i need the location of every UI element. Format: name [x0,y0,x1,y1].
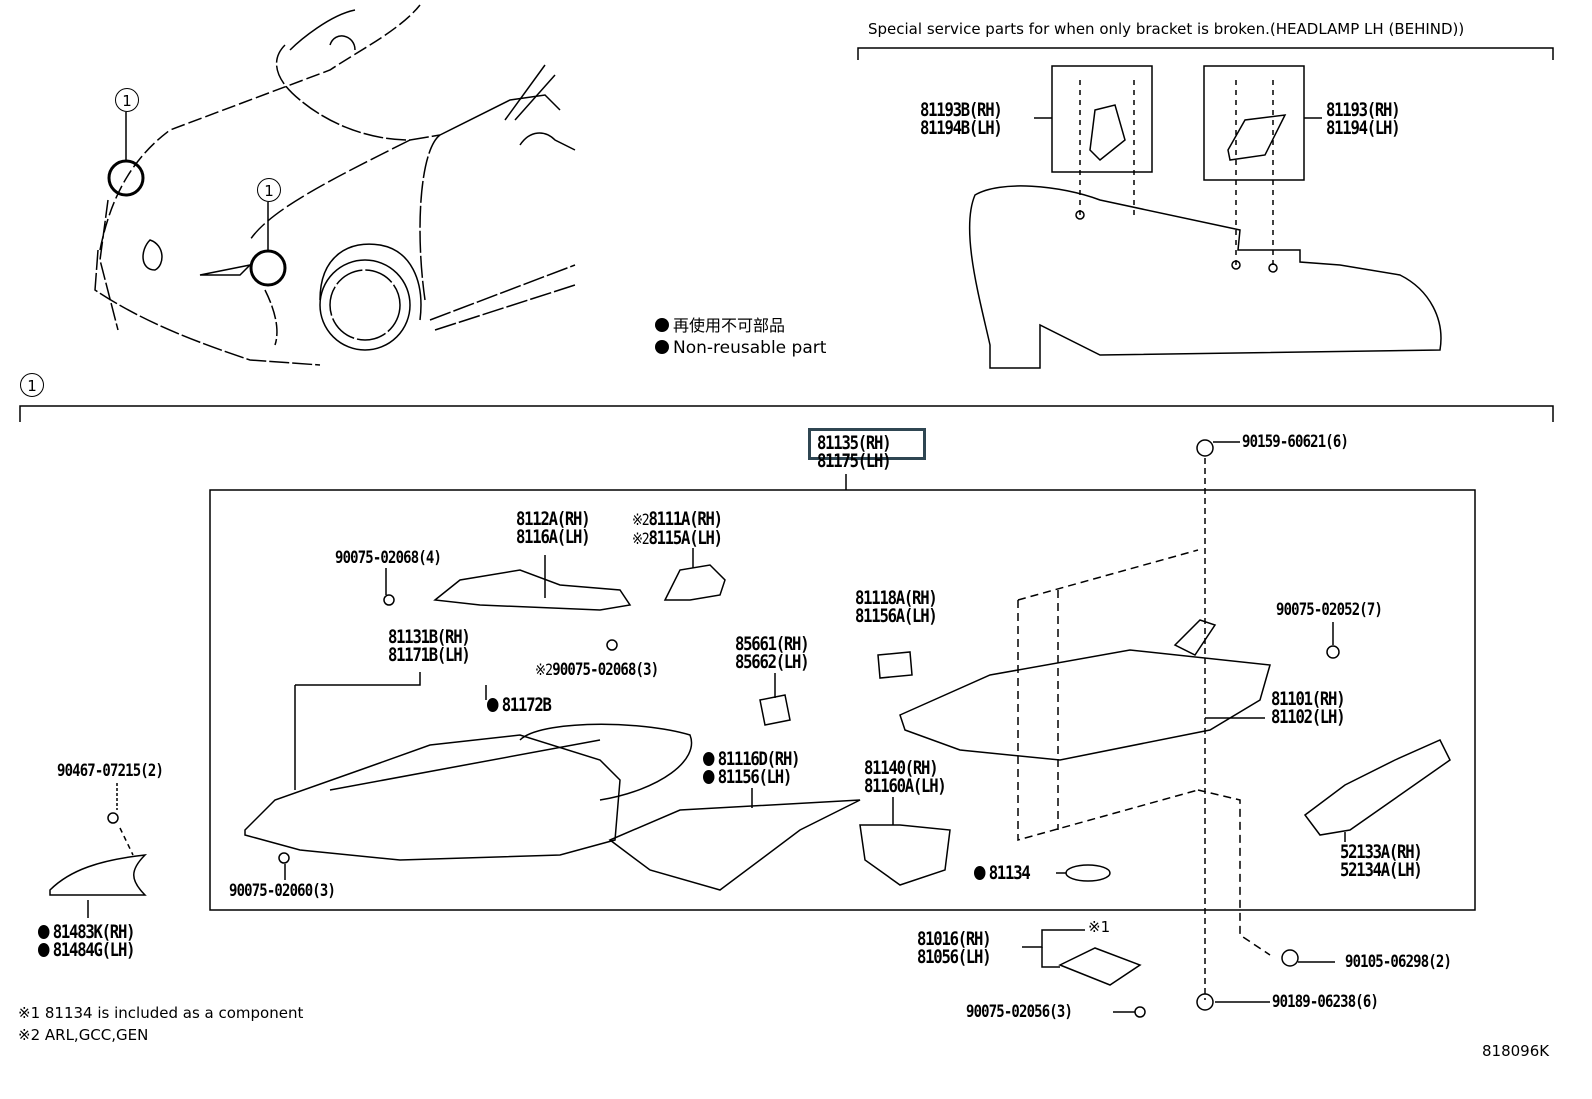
part-label-52133A[interactable]: 52133A(RH) 52134A(LH) [1340,841,1423,881]
part-label-81172B[interactable]: 81172B [487,696,552,715]
part-label-90189[interactable]: 90189-06238(6) [1272,992,1379,1012]
legend-english: Non-reusable part [655,338,826,358]
extension-module [663,564,726,601]
highlight-circle-left [107,159,145,197]
molding [49,854,148,896]
non-reusable-marker-icon [655,318,669,332]
part-label-90467[interactable]: 90467-07215(2) [57,761,164,781]
light-computer [1058,947,1142,986]
non-reusable-marker-icon [655,340,669,354]
part-label-81135[interactable]: 81135(RH) 81175(LH) [817,432,892,472]
callout-1-right[interactable]: 1 [257,178,281,202]
part-label-81193[interactable]: 81193(RH) 81194(LH) [1326,99,1401,139]
trim-81116D [608,799,861,891]
part-label-90075-02056[interactable]: 90075-02056(3) [966,1002,1073,1022]
part-label-8112A[interactable]: 8112A(RH) 8116A(LH) [516,508,591,548]
part-label-81140[interactable]: 81140(RH) 81160A(LH) [864,757,947,797]
note-ref-1: ※1 [1088,918,1111,936]
part-label-81118A[interactable]: 81118A(RH) 81156A(LH) [855,587,938,627]
non-reusable-marker-icon [703,770,715,784]
part-85661 [759,694,791,726]
section-callout-1: 1 [20,373,44,397]
part-label-81116D[interactable]: 81116D(RH) 81156(LH) [703,750,800,787]
part-label-90159[interactable]: 90159-60621(6) [1242,432,1349,452]
part-label-90075-02052[interactable]: 90075-02052(7) [1276,600,1383,620]
part-52133A [1303,739,1451,836]
non-reusable-marker-icon [974,866,986,880]
o-ring [1065,864,1111,882]
special-service-area [857,47,1554,369]
part-label-90075-02060[interactable]: 90075-02060(3) [229,881,336,901]
part-label-81483K[interactable]: 81483K(RH) 81484G(LH) [38,923,135,960]
part-label-81016[interactable]: 81016(RH) 81056(LH) [917,928,992,968]
non-reusable-marker-icon [487,698,499,712]
legend-japanese: 再使用不可部品 [655,312,785,336]
part-label-81134[interactable]: 81134 [974,864,1031,883]
part-label-81131B[interactable]: 81131B(RH) 81171B(LH) [388,626,471,666]
main-section-frame [19,405,1554,1000]
part-label-90075-02068-3[interactable]: ※290075-02068(3) [535,660,659,680]
highlight-box [808,428,926,460]
extension-part [433,569,632,611]
gasket [519,723,693,801]
special-service-caption: Special service parts for when only brac… [868,20,1465,38]
non-reusable-marker-icon [703,752,715,766]
part-label-85661[interactable]: 85661(RH) 85662(LH) [735,633,810,673]
part-label-8111A[interactable]: ※28111A(RH) ※28115A(LH) [632,508,723,549]
callout-1-left[interactable]: 1 [115,88,139,112]
highlight-circle-right [249,249,287,287]
part-illustrations [49,439,1451,1018]
part-81140 [859,824,951,886]
housing [899,649,1271,761]
footnote-2: ※2 ARL,GCC,GEN [18,1026,149,1044]
part-label-81101[interactable]: 81101(RH) 81102(LH) [1271,688,1346,728]
part-label-90105[interactable]: 90105-06298(2) [1345,952,1452,972]
headlamp-lens [244,734,621,861]
part-81118A [877,651,913,679]
car-front-illustration [94,4,576,366]
footnote-1: ※1 81134 is included as a component [18,1004,304,1022]
drawing-id: 818096K [1482,1042,1550,1060]
part-label-90075-02068-4[interactable]: 90075-02068(4) [335,548,442,568]
part-label-81193B[interactable]: 81193B(RH) 81194B(LH) [920,99,1003,139]
non-reusable-marker-icon [38,943,50,957]
non-reusable-marker-icon [38,925,50,939]
